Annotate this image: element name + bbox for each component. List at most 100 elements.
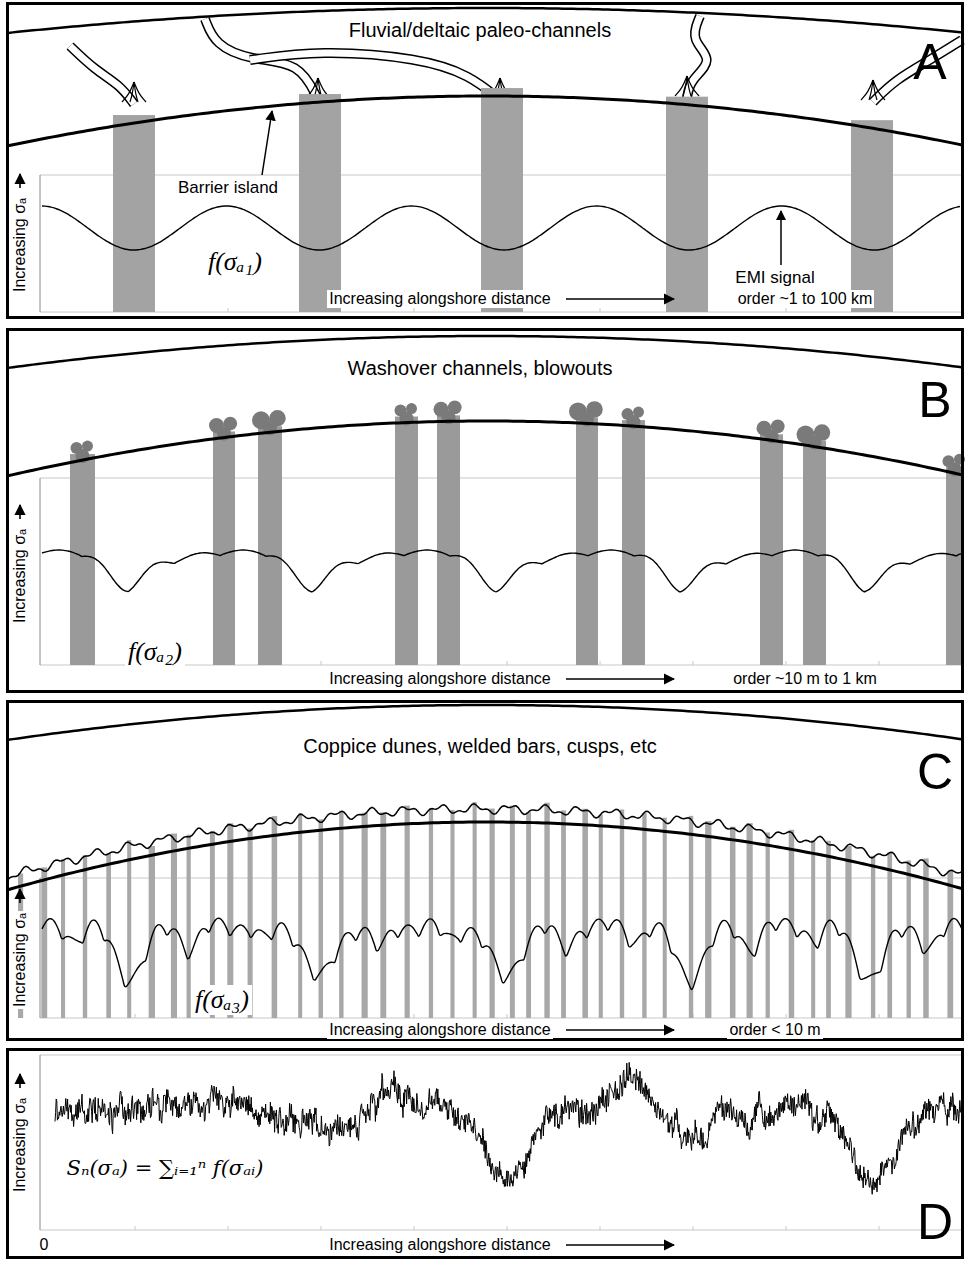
plot-bottom-line [40, 1018, 963, 1019]
grey-band [544, 803, 549, 1018]
barrier-island-arc [8, 96, 963, 146]
grey-band [489, 809, 494, 1018]
grey-band [450, 810, 454, 1018]
grey-band [362, 813, 368, 1018]
grey-band [871, 856, 875, 1018]
grey-band [907, 860, 911, 1018]
x-axis-arrow [566, 1244, 674, 1246]
grey-band [582, 809, 588, 1018]
grey-band [510, 806, 515, 1018]
panel-letter: D [917, 1193, 953, 1251]
axis-label: Increasing alongshore distance [327, 290, 552, 308]
grey-band [599, 815, 603, 1018]
axis-tick [507, 1014, 508, 1018]
axis-tick [693, 1226, 694, 1230]
grey-band [747, 823, 753, 1018]
grey-band [106, 853, 111, 1018]
panel-box: Fluvial/deltaic paleo-channelsABarrier i… [6, 2, 964, 319]
grey-band [730, 827, 736, 1018]
grey-band [113, 115, 155, 312]
axis-tick [600, 1226, 601, 1230]
axis-tick [693, 661, 694, 665]
grey-band [272, 816, 278, 1018]
grey-band [620, 810, 624, 1018]
panel-box: Coppice dunes, welded bars, cusps, etc C I… [6, 700, 964, 1041]
axis-tick [879, 1226, 880, 1230]
axis-tick [321, 661, 322, 665]
formula-label: Sₙ(σₐ) = ∑ᵢ₌₁ⁿ f(σₐᵢ) [64, 1156, 267, 1180]
grey-band [395, 417, 418, 665]
paleo-channel-outline [250, 53, 500, 100]
callout-label: Barrier island [176, 178, 280, 198]
dune-crest-line [8, 804, 962, 880]
paleo-channel-outline [687, 16, 707, 98]
axis-label: Increasing σₐ [11, 1096, 29, 1194]
axis-tick [135, 1014, 136, 1018]
grey-band [429, 808, 433, 1018]
plot-bottom-line [40, 1230, 963, 1231]
panel-box: Washover channels, blowoutsBIncreasing σ… [6, 328, 964, 693]
grey-band [947, 871, 953, 1018]
function-label: f(σₐ₁) [205, 247, 265, 277]
grey-band [622, 420, 645, 665]
grey-band [705, 821, 711, 1018]
x-axis-arrow [566, 678, 674, 680]
emi-signal [42, 206, 960, 250]
delta-distributary [134, 82, 146, 102]
axis-tick [228, 308, 229, 312]
grey-band [258, 426, 282, 665]
grey-band [298, 814, 302, 1018]
grey-band [845, 846, 851, 1018]
panel-box: Increasing σₐSₙ(σₐ) = ∑ᵢ₌₁ⁿ f(σₐᵢ)D0Incr… [6, 1048, 964, 1259]
axis-tick [414, 1014, 415, 1018]
grey-band [663, 818, 667, 1018]
y-axis-arrow [19, 889, 21, 903]
paleo-channel-outline [70, 46, 134, 104]
delta-distributary [869, 80, 873, 100]
scale-note: order ~1 to 100 km [736, 290, 875, 308]
grey-band [473, 802, 477, 1018]
y-axis-line [40, 1055, 41, 1230]
axis-tick [600, 308, 601, 312]
grey-band [946, 467, 963, 665]
y-axis-arrow [19, 174, 21, 188]
axis-label: Increasing alongshore distance [327, 1021, 552, 1039]
axis-tick [321, 1226, 322, 1230]
delta-distributary [675, 76, 687, 96]
scale-note: order ~10 m to 1 km [731, 670, 879, 688]
grey-band [576, 417, 598, 665]
axis-label: Increasing σₐ [11, 911, 29, 1009]
axis-tick [507, 1226, 508, 1230]
paleo-channel-fill [250, 53, 500, 100]
grey-band [319, 819, 323, 1018]
delta-distributary [122, 82, 134, 102]
axis-label: Increasing alongshore distance [327, 670, 552, 688]
grey-band [380, 812, 386, 1018]
summed-signal [55, 1062, 962, 1194]
barrier-island-arc [8, 421, 963, 476]
grey-band [666, 97, 708, 312]
panel-letter: C [917, 743, 953, 801]
grey-band [171, 834, 177, 1018]
axis-tick [135, 1226, 136, 1230]
grey-band [760, 434, 783, 665]
panel-letter: B [918, 371, 951, 429]
axis-label: Increasing σₐ [11, 196, 29, 294]
function-label: f(σₐ₂) [125, 637, 185, 667]
emi-signal [42, 550, 962, 592]
paleo-channel-fill [687, 16, 707, 98]
y-axis-line [40, 175, 41, 312]
y-axis-arrow [19, 505, 21, 519]
x-axis-arrow [566, 1029, 674, 1031]
panel-title: Coppice dunes, welded bars, cusps, etc [303, 735, 657, 758]
axis-tick [228, 1226, 229, 1230]
delta-distributary [683, 76, 687, 96]
axis-tick [786, 1014, 787, 1018]
barrier-island-arc [8, 822, 963, 890]
grey-band [339, 811, 343, 1018]
panel-title: Fluvial/deltaic paleo-channels [349, 19, 611, 42]
art-layer [8, 8, 965, 1245]
grey-band [213, 432, 235, 665]
